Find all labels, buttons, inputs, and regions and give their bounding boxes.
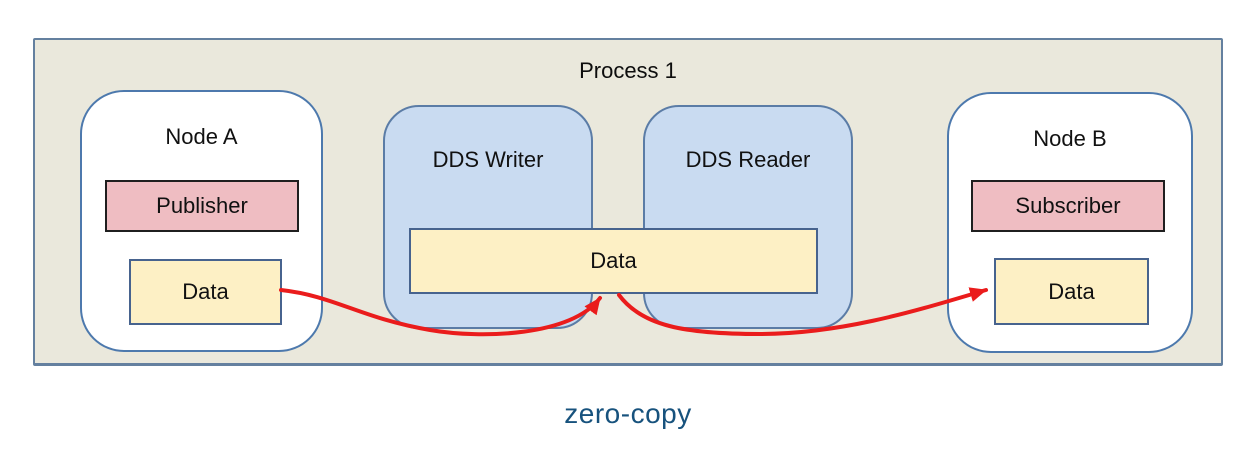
node-a-box: Node A Publisher Data [80, 90, 323, 352]
dds-writer-title: DDS Writer [432, 147, 544, 172]
node-b-box: Node B Subscriber Data [947, 92, 1193, 353]
publisher-box: Publisher [105, 180, 299, 232]
subscriber-box: Subscriber [971, 180, 1165, 232]
node-b-title: Node B [1033, 126, 1107, 151]
dds-reader-box: DDS Reader [643, 105, 853, 329]
process-title: Process 1 [579, 58, 677, 83]
caption-zero-copy: zero-copy [564, 398, 692, 429]
node-b-data-box: Data [994, 258, 1149, 325]
shared-data-box: Data [409, 228, 818, 294]
node-a-title: Node A [165, 124, 238, 149]
dds-writer-box: DDS Writer [383, 105, 593, 329]
node-a-data-box: Data [129, 259, 282, 325]
dds-reader-title: DDS Reader [685, 147, 811, 172]
